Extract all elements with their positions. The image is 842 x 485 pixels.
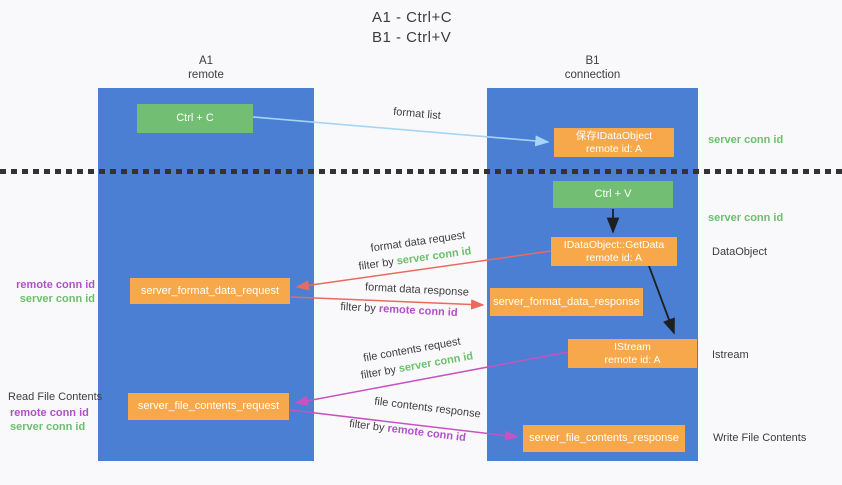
- format-list-label: format list: [392, 105, 442, 123]
- filter-key-text: remote conn id: [386, 422, 467, 445]
- filter-by-text: filter by: [359, 363, 397, 382]
- lane-right-role: connection: [564, 69, 621, 81]
- lane-right-header: B1 connection: [487, 54, 698, 82]
- ctrl-v-action-box: Ctrl + V: [553, 181, 673, 208]
- filter-by-text: filter by: [348, 417, 386, 435]
- remote-conn-id-annotation-2: remote conn id: [10, 407, 89, 419]
- server-conn-id-annotation-3: server conn id: [19, 293, 95, 305]
- lane-left-header: A1 remote: [98, 54, 314, 82]
- save-idataobject-line1: 保存IDataObject: [575, 129, 653, 142]
- getdata-line1: IDataObject::GetData: [563, 238, 665, 251]
- fmt-req-label: server_format_data_request: [140, 284, 280, 297]
- ctrl-c-action-box: Ctrl + C: [137, 104, 253, 133]
- read-file-contents-annotation: Read File Contents: [8, 391, 103, 403]
- title-line-2: B1 - Ctrl+V: [372, 29, 452, 46]
- server-file-contents-request-box: server_file_contents_request: [128, 393, 289, 420]
- dataobject-annotation: DataObject: [712, 246, 768, 258]
- left-conn-id-annotations-2: remote conn id server conn id: [10, 406, 89, 434]
- lane-left-name: A1: [198, 55, 214, 67]
- istream-line1: IStream: [614, 340, 651, 353]
- file-req-label: server_file_contents_request: [137, 400, 280, 412]
- istream-box: IStream remote id: A: [568, 339, 697, 368]
- server-format-data-response-box: server_format_data_response: [490, 288, 643, 316]
- save-idataobject-line2: remote id: A: [585, 142, 643, 155]
- istream-annotation: Istream: [712, 349, 749, 361]
- fmt-resp-label: server_format_data_response: [493, 295, 640, 308]
- session-divider: [0, 169, 842, 174]
- server-conn-id-annotation-4: server conn id: [10, 421, 86, 433]
- format-data-response-filter-label: filter by remote conn id: [336, 301, 462, 320]
- server-file-contents-response-box: server_file_contents_response: [523, 425, 685, 452]
- file-contents-response-filter-label: filter by remote conn id: [345, 417, 471, 444]
- filter-by-text: filter by: [340, 300, 377, 315]
- lane-right-name: B1: [585, 55, 600, 67]
- filter-by-text: filter by: [357, 256, 395, 273]
- diagram-title: A1 - Ctrl+C B1 - Ctrl+V: [372, 8, 452, 48]
- server-format-data-request-box: server_format_data_request: [130, 278, 290, 304]
- server-conn-id-annotation-2: server conn id: [708, 212, 784, 224]
- getdata-line2: remote id: A: [585, 251, 643, 264]
- istream-line2: remote id: A: [604, 353, 661, 366]
- lane-left-role: remote: [188, 69, 224, 81]
- remote-conn-id-annotation-1: remote conn id: [16, 279, 95, 291]
- ctrl-c-label: Ctrl + C: [176, 112, 214, 124]
- ctrl-v-label: Ctrl + V: [594, 188, 632, 200]
- save-idataobject-box: 保存IDataObject remote id: A: [554, 128, 674, 157]
- filter-key-text: remote conn id: [378, 302, 458, 320]
- title-line-1: A1 - Ctrl+C: [372, 9, 453, 26]
- server-conn-id-annotation-1: server conn id: [708, 134, 784, 146]
- file-resp-label: server_file_contents_response: [529, 432, 679, 444]
- write-file-contents-annotation: Write File Contents: [713, 432, 807, 444]
- file-contents-response-label: file contents response: [373, 395, 482, 421]
- format-data-response-label: format data response: [364, 281, 470, 299]
- left-conn-id-annotations-1: remote conn id server conn id: [10, 278, 95, 306]
- idataobject-getdata-box: IDataObject::GetData remote id: A: [551, 237, 677, 266]
